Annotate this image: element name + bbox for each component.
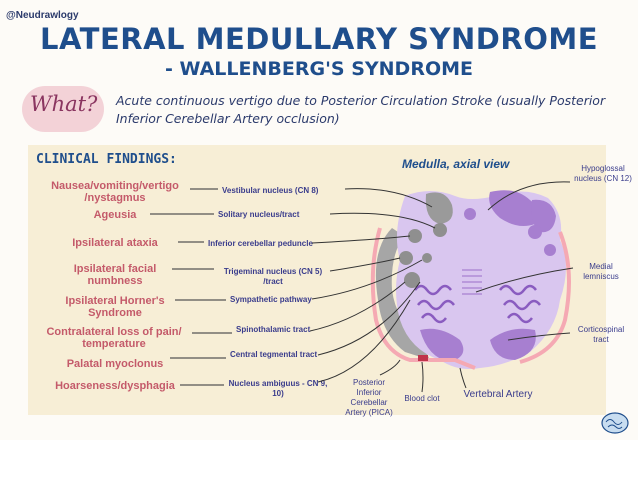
- brain-logo-icon: [601, 412, 629, 434]
- lateral-infarct-rim: [375, 228, 430, 360]
- arrow-spinothalamic: [309, 281, 406, 332]
- infarct-dot-solitary: [433, 223, 447, 237]
- label-vertebral-artery: Vertebral Artery: [463, 389, 533, 400]
- finding-ageusia: Ageusia: [93, 209, 137, 221]
- label-corticospinal-tract: Corticospinal tract: [577, 325, 625, 344]
- arrow-hypoglossal: [487, 181, 571, 211]
- finding-connector-lines: [150, 188, 232, 386]
- blood-clot-mark: [418, 355, 428, 361]
- label-hypoglossal-nucleus: Hypoglossal nucleus (CN 12): [574, 164, 632, 183]
- pica-artery: [370, 227, 476, 370]
- structure-arrows: [309, 181, 574, 393]
- arrow-vertebral: [459, 367, 467, 389]
- right-vertebral-branch: [519, 231, 571, 364]
- nucleus-dot-1: [528, 225, 542, 239]
- nucleus-dot-3: [544, 244, 556, 256]
- author-handle: @Neudrawlogy: [6, 10, 79, 21]
- arrow-vestibular: [344, 188, 433, 208]
- medial-lemniscus-hatching: [462, 269, 482, 295]
- pyramid-right: [490, 328, 536, 360]
- infarct-dot-trigeminal: [399, 251, 413, 265]
- structure-trigeminal-nucleus: Trigeminal nucleus (CN 5) /tract: [223, 267, 323, 286]
- label-medial-lemniscus: Medial lemniscus: [583, 262, 619, 281]
- what-badge-background: [22, 86, 104, 132]
- finding-pain-temperature-loss: Contralateral loss of pain/ temperature: [46, 326, 182, 350]
- dorsal-nucleus-shape: [531, 199, 556, 233]
- medulla-section: [370, 190, 571, 370]
- finding-palatal-myoclonus: Palatal myoclonus: [66, 358, 164, 370]
- arrow-trigeminal: [329, 257, 401, 272]
- arrow-ambiguus: [317, 299, 411, 383]
- infarct-dot-spinothalamic: [404, 272, 420, 288]
- page-subtitle: - WALLENBERG'S SYNDROME: [165, 58, 473, 80]
- structure-spinothalamic-tract: Spinothalamic tract: [236, 325, 311, 334]
- arrow-solitary: [329, 212, 436, 229]
- label-pica: Posterior Inferior Cerebellar Artery (PI…: [345, 378, 393, 417]
- arrow-peduncle: [311, 235, 411, 244]
- pyramid-left: [420, 328, 464, 362]
- infarct-dot-sympathetic: [422, 253, 432, 263]
- inferior-olive-left: [414, 284, 455, 324]
- definition-text: Acute continuous vertigo due to Posterio…: [116, 93, 606, 126]
- vestibular-nucleus-shape: [425, 192, 453, 224]
- inferior-olive-right: [499, 284, 541, 324]
- structure-solitary-nucleus: Solitary nucleus/tract: [218, 210, 300, 219]
- finding-ipsilateral-ataxia: Ipsilateral ataxia: [72, 237, 158, 249]
- structure-inferior-cerebellar-peduncle: Inferior cerebellar peduncle: [208, 239, 313, 248]
- arrow-corticospinal: [507, 332, 571, 341]
- what-label: What?: [30, 92, 98, 116]
- arrow-medial-lemniscus: [475, 267, 574, 293]
- finding-facial-numbness: Ipsilateral facial numbness: [73, 263, 157, 287]
- structure-vestibular-nucleus: Vestibular nucleus (CN 8): [222, 186, 319, 195]
- arrow-sympathetic: [311, 259, 423, 300]
- infarct-dot-peduncle: [408, 229, 422, 243]
- finding-nausea-vertigo: Nausea/vomiting/vertigo /nystagmus: [51, 180, 179, 204]
- page-title: LATERAL MEDULLARY SYNDROME: [39, 22, 599, 56]
- structure-sympathetic-pathway: Sympathetic pathway: [230, 295, 312, 304]
- medulla-view-title: Medulla, axial view: [402, 157, 510, 171]
- clinical-findings-heading: CLINICAL FINDINGS:: [36, 152, 177, 167]
- arrow-pica: [379, 359, 401, 376]
- finding-hoarseness-dysphagia: Hoarseness/dysphagia: [55, 380, 175, 392]
- nucleus-dot-2: [464, 208, 476, 220]
- structure-nucleus-ambiguus: Nucleus ambiguus - CN 9, 10): [228, 379, 328, 398]
- finding-horners: Ipsilateral Horner's Syndrome: [65, 295, 165, 319]
- structure-central-tegmental-tract: Central tegmental tract: [230, 350, 318, 359]
- arrow-central-tegmental: [317, 281, 421, 356]
- arrow-blood-clot: [421, 361, 424, 393]
- label-blood-clot: Blood clot: [404, 394, 440, 403]
